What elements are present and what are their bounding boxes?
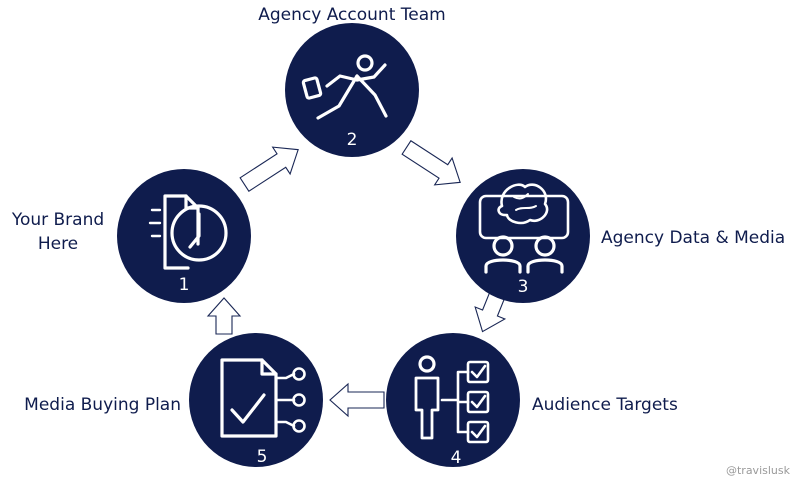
node-2-number: 2 bbox=[347, 130, 358, 150]
node-3-number: 3 bbox=[518, 277, 529, 297]
node-4-label: Audience Targets bbox=[532, 395, 678, 415]
document-clock-icon bbox=[148, 194, 228, 270]
node-3-label: Agency Data & Media bbox=[601, 228, 785, 248]
running-person-icon bbox=[301, 54, 388, 120]
node-2-label: Agency Account Team bbox=[258, 5, 445, 25]
node-4-number: 4 bbox=[451, 448, 462, 468]
node-1-label-line1: Your Brand bbox=[11, 210, 104, 230]
node-5: 5 bbox=[189, 333, 323, 467]
node-1-label-line2: Here bbox=[38, 234, 78, 254]
watermark: @travislusk bbox=[726, 464, 791, 477]
arrow-3-to-4 bbox=[474, 290, 507, 333]
node-1-number: 1 bbox=[179, 275, 190, 295]
person-checklist-icon bbox=[414, 355, 490, 444]
node-3: 3 bbox=[456, 169, 590, 303]
node-2: 2 bbox=[285, 23, 419, 157]
arrow-4-to-5 bbox=[329, 382, 385, 418]
arrow-5-to-1 bbox=[206, 297, 242, 335]
arrow-1-to-2 bbox=[239, 146, 299, 192]
document-check-nodes-icon bbox=[220, 358, 306, 438]
arrow-2-to-3 bbox=[401, 140, 461, 186]
node-4: 4 bbox=[386, 333, 520, 468]
brain-people-icon bbox=[478, 183, 570, 274]
node-5-label: Media Buying Plan bbox=[24, 395, 181, 415]
node-1: 1 bbox=[117, 169, 251, 303]
node-5-number: 5 bbox=[257, 447, 268, 467]
